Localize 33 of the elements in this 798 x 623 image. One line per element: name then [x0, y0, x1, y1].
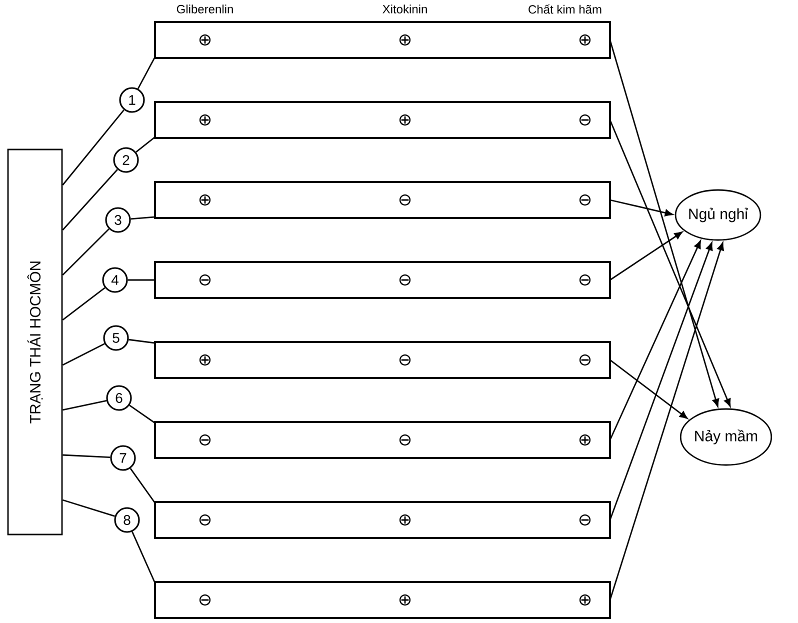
hormone-row-box: ⊖ ⊖ ⊕	[154, 421, 611, 459]
connector	[610, 359, 688, 419]
hormone-row-box: ⊖ ⊖ ⊖	[154, 261, 611, 299]
connector	[62, 228, 110, 276]
connector	[129, 404, 156, 431]
hormone-row-box: ⊕ ⊕ ⊕	[154, 21, 611, 59]
connector	[610, 199, 673, 216]
connector	[128, 279, 155, 281]
connector	[137, 49, 156, 90]
state-box: TRẠNG THÁI HOCMÔN	[7, 148, 63, 536]
hormone-row-box: ⊖ ⊕ ⊕	[154, 581, 611, 619]
connector	[62, 343, 105, 366]
connector	[609, 240, 701, 440]
connector	[609, 120, 731, 407]
connector	[610, 232, 682, 281]
hormone-row-box: ⊕ ⊖ ⊖	[154, 181, 611, 219]
connector	[62, 499, 115, 517]
hormone-row-box: ⊖ ⊕ ⊖	[154, 501, 611, 539]
connector	[609, 242, 724, 600]
connector	[62, 287, 106, 321]
connector	[62, 454, 110, 458]
connector	[130, 468, 156, 511]
connector	[609, 40, 720, 407]
connector	[62, 400, 107, 411]
hormone-row-box: ⊕ ⊕ ⊖	[154, 101, 611, 139]
hormone-row-box: ⊕ ⊖ ⊖	[154, 341, 611, 379]
connector	[136, 129, 156, 153]
connector	[128, 338, 156, 351]
connector	[609, 242, 713, 520]
connector	[62, 169, 118, 230]
connector	[130, 209, 156, 220]
connector	[62, 109, 124, 186]
connector	[132, 531, 156, 591]
